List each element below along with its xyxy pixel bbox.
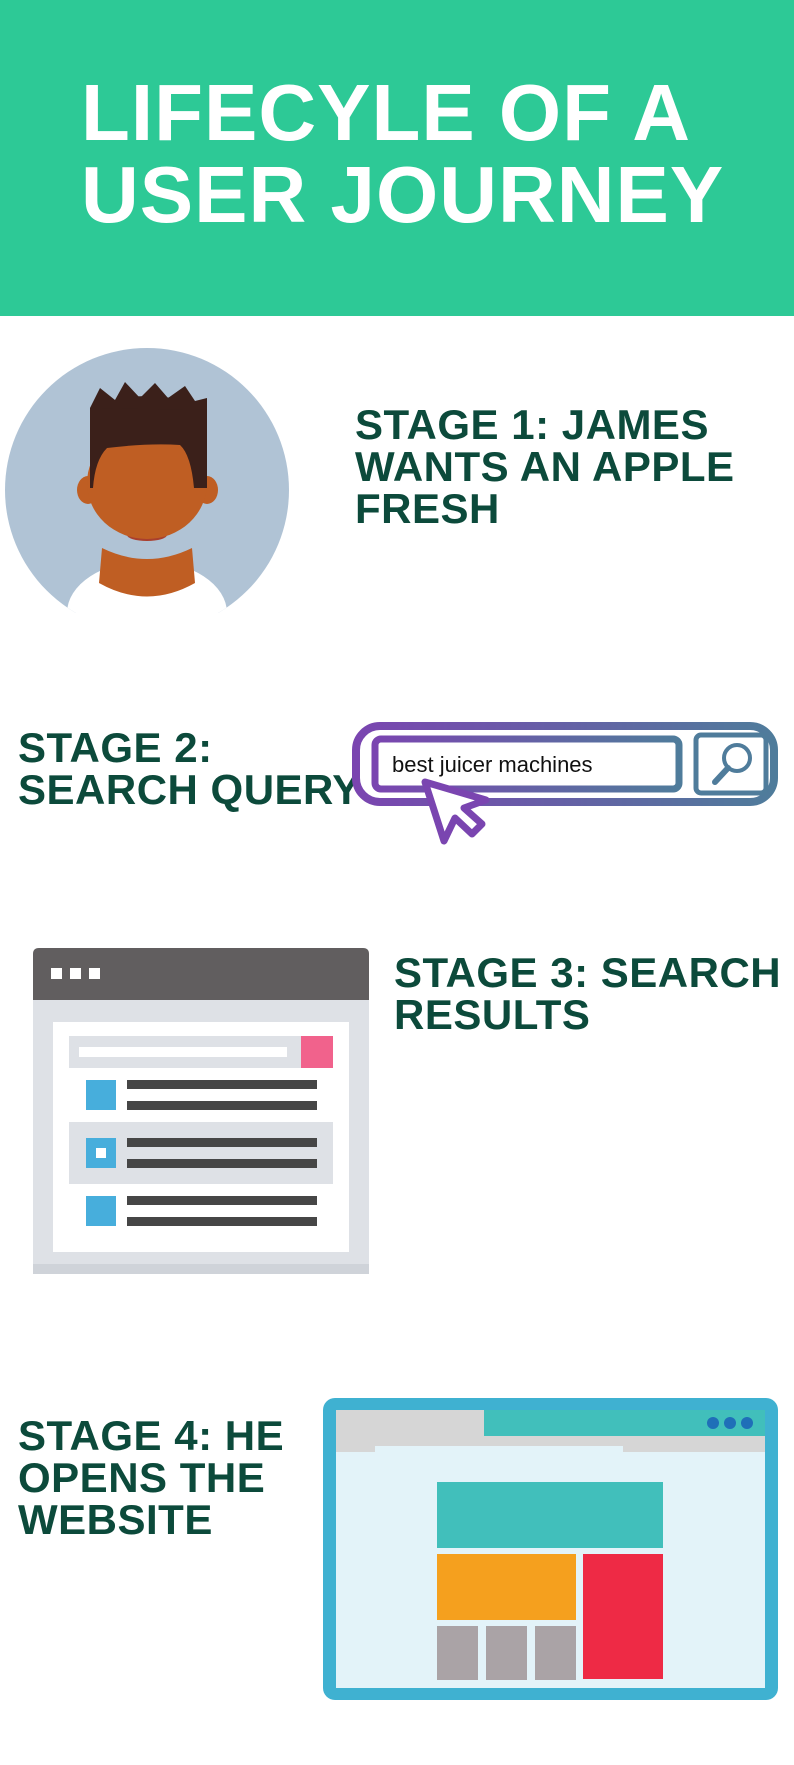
magnifier-icon[interactable] — [693, 732, 769, 796]
header-banner: LIFECYLE OF A USER JOURNEY — [0, 0, 794, 316]
search-query-text[interactable]: best juicer machines — [392, 752, 593, 777]
avatar-icon — [5, 348, 289, 632]
website-browser-icon — [323, 1398, 778, 1700]
search-bar-icon: best juicer machines — [352, 722, 778, 845]
stage-1-text: STAGE 1: JAMES WANTS AN APPLE FRESH — [355, 401, 735, 532]
search-results-icon — [33, 948, 369, 1274]
stage-3-text: STAGE 3: SEARCH RESULTS — [394, 949, 782, 1038]
page-title: LIFECYLE OF A USER JOURNEY — [81, 68, 725, 239]
cursor-icon — [421, 778, 490, 845]
stage-2-text: STAGE 2: SEARCH QUERY — [18, 724, 361, 813]
stage-4-text: STAGE 4: HE OPENS THE WEBSITE — [18, 1412, 285, 1543]
